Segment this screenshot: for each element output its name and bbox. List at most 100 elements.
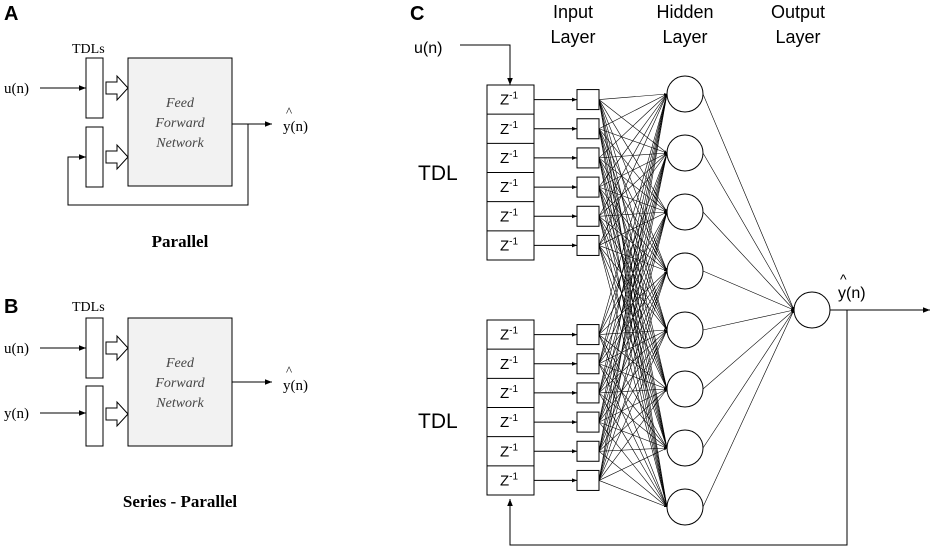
panel-b-input2-label: y(n): [4, 406, 29, 422]
panel-a-ffn-line1: Feed: [165, 96, 195, 111]
input-hidden-connection: [598, 93, 668, 188]
input-node: [576, 147, 600, 169]
input-node: [576, 382, 600, 404]
hidden-node: [666, 134, 704, 172]
hidden-node: [666, 311, 704, 349]
panel-a-tdl-label: TDLs: [72, 42, 105, 57]
panel-c-input-label: u(n): [414, 40, 442, 57]
panel-a-input-label: u(n): [4, 81, 29, 97]
panel-a-feedback-line: [67, 124, 249, 206]
panel-b-output-hat: ^: [286, 363, 292, 378]
panel-a-ffn-line3: Network: [155, 136, 204, 151]
tdl-bottom-label: TDL: [418, 410, 458, 433]
feedback-line: [507, 310, 848, 546]
panel-b-ffn-line3: Network: [155, 396, 204, 411]
panel-c-input-arrow: [460, 44, 513, 85]
input-hidden-connection: [598, 93, 668, 100]
panel-b-ffn-line1: Feed: [165, 356, 195, 371]
panel-c-letter: C: [410, 3, 424, 25]
input-node: [576, 324, 600, 346]
input-node: [576, 440, 600, 462]
input-layer-title-line1: Input: [553, 2, 593, 22]
hidden-output-connection: [702, 152, 795, 311]
panel-a-tdl-lower: [85, 126, 104, 188]
panel-b-input1-label: u(n): [4, 341, 29, 357]
input-hidden-connection: [598, 211, 668, 481]
input-node: [576, 176, 600, 198]
connections: [598, 93, 795, 508]
input-node: [576, 89, 600, 111]
input-hidden-connection: [598, 152, 668, 452]
input-hidden-connection: [598, 211, 668, 452]
input-hidden-connection: [598, 93, 668, 246]
hidden-node: [666, 75, 704, 113]
hidden-output-connection: [702, 309, 795, 508]
output-node: [793, 291, 831, 329]
panel-a-tdl-upper: [85, 57, 104, 119]
panel-b-output-label: y(n): [283, 378, 308, 394]
panel-a-caption: Parallel: [152, 232, 209, 251]
panel-a-hollow-arrow-upper: [105, 74, 129, 102]
input-hidden-connection: [598, 93, 668, 335]
hidden-node: [666, 429, 704, 467]
hidden-node: [666, 252, 704, 290]
hidden-layer-title-line2: Layer: [662, 27, 707, 47]
input-hidden-connection: [598, 447, 668, 481]
hidden-output-connection: [702, 93, 795, 311]
input-node: [576, 118, 600, 140]
panel-b-caption: Series - Parallel: [123, 492, 238, 511]
input-hidden-connection: [598, 93, 668, 130]
panel-a-hollow-arrow-lower: [105, 143, 129, 171]
panel-b-ffn-line2: Forward: [154, 376, 205, 391]
input-layer-nodes: [576, 89, 600, 491]
panel-a-letter: A: [4, 3, 18, 25]
hidden-layer-nodes: [666, 75, 704, 526]
input-hidden-connection: [598, 93, 668, 452]
tdl-top-label: TDL: [418, 162, 458, 185]
output-layer-title-line1: Output: [771, 2, 825, 22]
hidden-layer-title-line1: Hidden: [656, 2, 713, 22]
input-node: [576, 234, 600, 256]
panel-a-ffn-line2: Forward: [154, 116, 205, 131]
hidden-output-connection: [702, 309, 795, 331]
hidden-node: [666, 488, 704, 526]
panel-b-tdl-label: TDLs: [72, 300, 105, 315]
panel-c-output-label: y(n): [838, 285, 866, 302]
panel-b-tdl-lower: [85, 385, 104, 447]
input-hidden-connection: [598, 388, 668, 481]
input-hidden-connection: [598, 270, 668, 481]
input-hidden-connection: [598, 152, 668, 481]
panel-b-tdl-upper: [85, 317, 104, 379]
input-hidden-connection: [598, 270, 668, 452]
hidden-output-connection: [702, 211, 795, 311]
panel-a: A TDLs u(n) Feed Forward Network ^ y(n) …: [4, 3, 308, 251]
input-hidden-connection: [598, 388, 668, 452]
panel-a-output-hat: ^: [286, 104, 292, 119]
panel-b-letter: B: [4, 296, 18, 318]
input-hidden-connection: [598, 93, 668, 481]
input-node: [576, 411, 600, 433]
panel-c-output-hat: ^: [840, 271, 847, 287]
input-hidden-connection: [598, 93, 668, 423]
hidden-node: [666, 370, 704, 408]
panel-a-output-label: y(n): [283, 119, 308, 135]
input-hidden-connection: [598, 329, 668, 452]
panel-b-ffn-box: [127, 317, 233, 447]
input-hidden-connection: [598, 93, 668, 217]
panel-b: B TDLs u(n) y(n) Feed Forward Network ^ …: [4, 296, 308, 511]
hidden-output-connection: [702, 309, 795, 390]
input-node: [576, 205, 600, 227]
input-hidden-connection: [598, 329, 668, 481]
input-hidden-connection: [598, 480, 668, 508]
input-node: [576, 469, 600, 491]
input-layer-title-line2: Layer: [550, 27, 595, 47]
input-hidden-connection: [598, 93, 668, 393]
hidden-node: [666, 193, 704, 231]
input-hidden-connection: [598, 93, 668, 159]
input-hidden-connection: [598, 152, 668, 246]
output-layer-title-line2: Layer: [775, 27, 820, 47]
panel-b-hollow-arrow-upper: [105, 334, 129, 362]
input-hidden-connection: [598, 93, 668, 364]
